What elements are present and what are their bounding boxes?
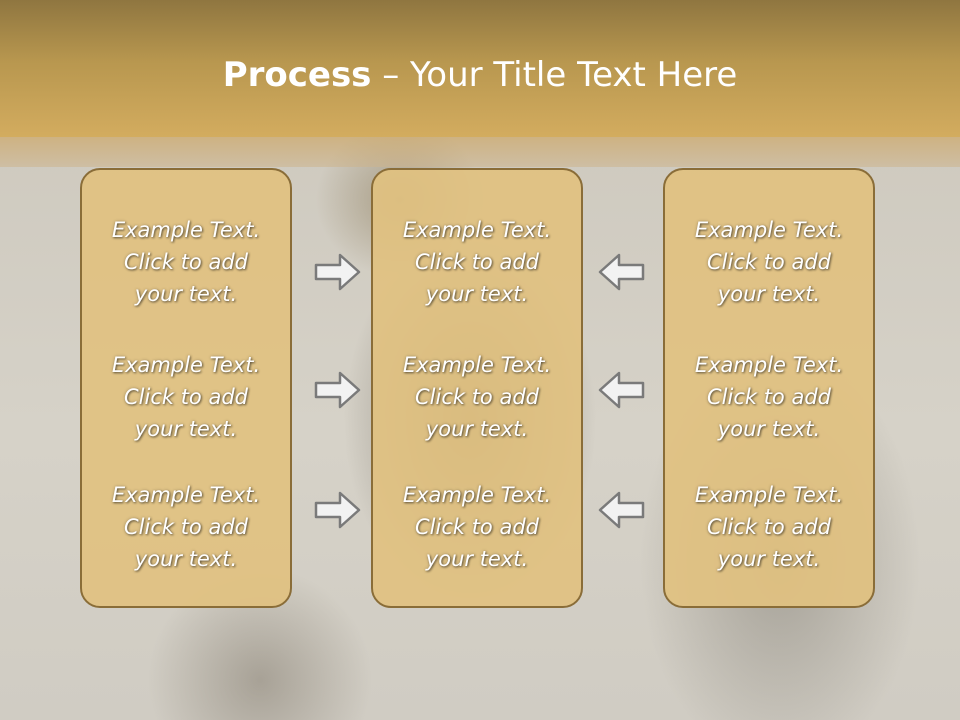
box-text[interactable]: Example Text. Click to add your text. xyxy=(111,218,261,306)
box-text[interactable]: Example Text. Click to add your text. xyxy=(111,353,261,441)
arrow-left-icon xyxy=(598,371,645,409)
box-text[interactable]: Example Text. Click to add your text. xyxy=(694,218,844,306)
process-box-left[interactable]: Example Text. Click to add your text. Ex… xyxy=(80,168,292,608)
title-bold: Process xyxy=(222,55,372,95)
slide-title[interactable]: Process – Your Title Text Here xyxy=(0,52,960,98)
title-rest: – Your Title Text Here xyxy=(371,55,738,95)
arrow-left-icon xyxy=(598,253,645,291)
box-text[interactable]: Example Text. Click to add your text. xyxy=(694,353,844,441)
arrow-right-icon xyxy=(314,491,361,529)
box-text[interactable]: Example Text. Click to add your text. xyxy=(694,483,844,571)
arrow-right-icon xyxy=(314,253,361,291)
box-text[interactable]: Example Text. Click to add your text. xyxy=(402,218,552,306)
box-text[interactable]: Example Text. Click to add your text. xyxy=(402,483,552,571)
box-text[interactable]: Example Text. Click to add your text. xyxy=(402,353,552,441)
banner-strip xyxy=(0,137,960,167)
process-box-right[interactable]: Example Text. Click to add your text. Ex… xyxy=(663,168,875,608)
arrow-right-icon xyxy=(314,371,361,409)
title-banner xyxy=(0,0,960,137)
arrow-left-icon xyxy=(598,491,645,529)
box-text[interactable]: Example Text. Click to add your text. xyxy=(111,483,261,571)
process-box-center[interactable]: Example Text. Click to add your text. Ex… xyxy=(371,168,583,608)
